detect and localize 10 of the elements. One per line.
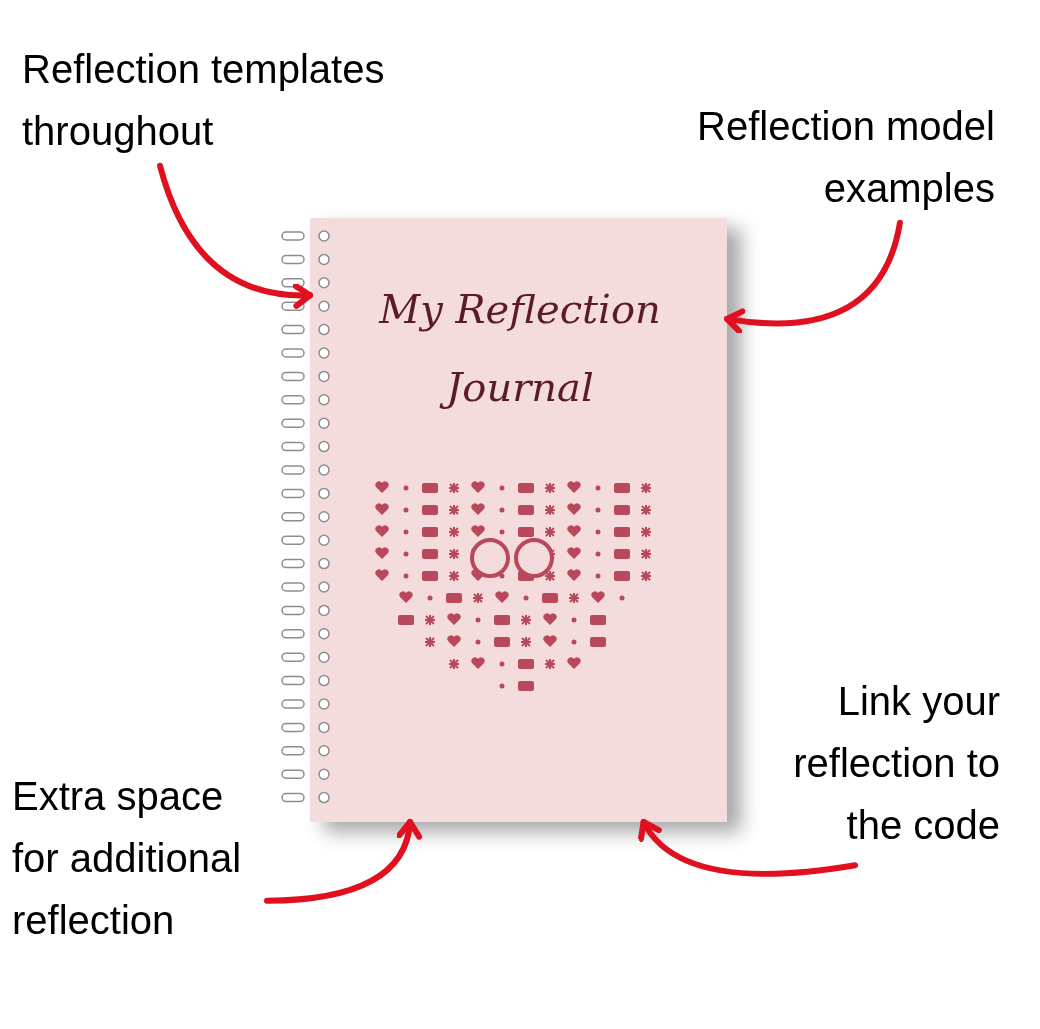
notebook-cover (310, 218, 727, 822)
curved-arrow (724, 219, 903, 334)
callout-text: Extra space for additional reflection (12, 773, 243, 944)
curved-arrow (264, 819, 421, 904)
callout-text: Reflection model examples (696, 103, 995, 212)
curved-arrow (639, 819, 859, 877)
callout-text: Link your reflection to the code (792, 678, 1000, 849)
curved-arrow (157, 162, 313, 309)
journal-title: My Reflection Journal (377, 285, 662, 412)
callout-text: Reflection templates throughout (22, 46, 386, 155)
